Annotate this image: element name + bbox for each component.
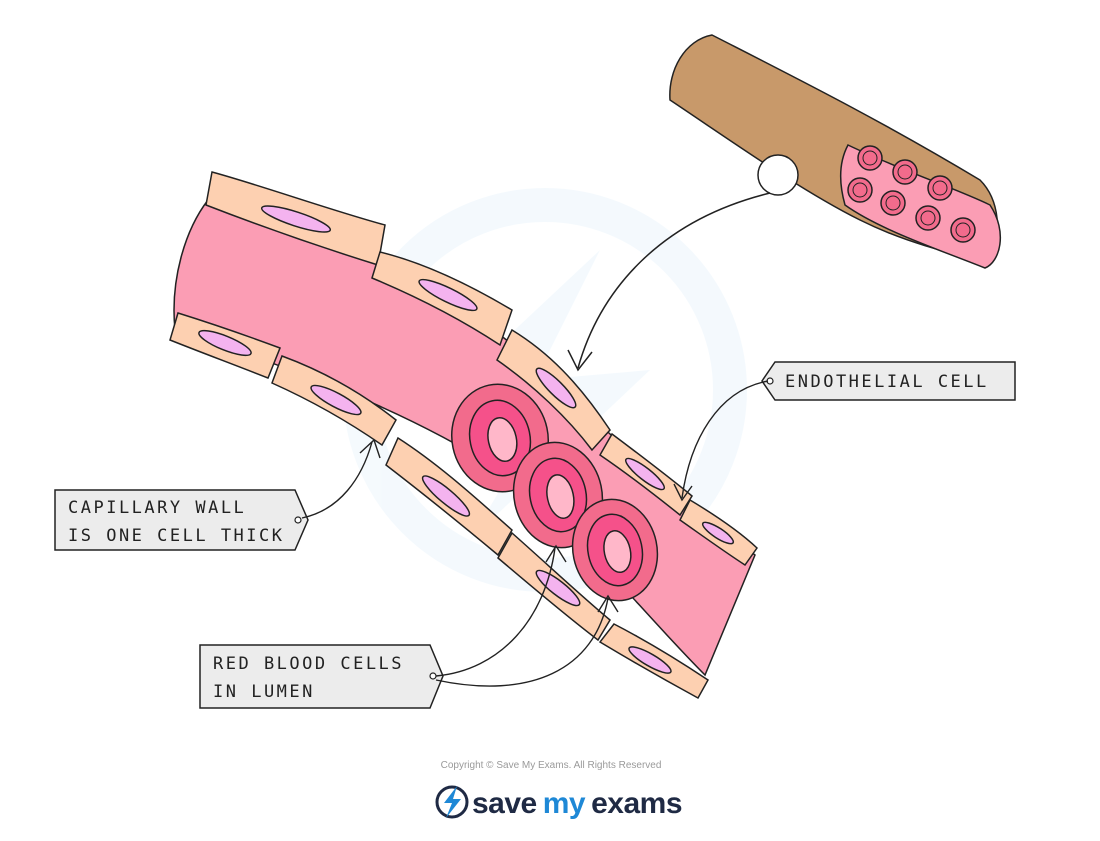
endothelial-label-text: ENDOTHELIAL CELL bbox=[785, 372, 989, 392]
capillary-wall-label-line2: IS ONE CELL THICK bbox=[68, 526, 285, 546]
magnify-arrow bbox=[577, 192, 771, 369]
endothelial-cell bbox=[496, 328, 611, 452]
label-endothelial-cell: ENDOTHELIAL CELL bbox=[673, 361, 1016, 502]
nucleus bbox=[418, 278, 478, 312]
top-wall-cells bbox=[205, 171, 758, 567]
vessel-blood-cells bbox=[847, 145, 976, 243]
rbc-label-line1: RED BLOOD CELLS bbox=[213, 654, 404, 674]
label-red-blood-cells: RED BLOOD CELLS IN LUMEN bbox=[199, 544, 619, 709]
nucleus bbox=[260, 205, 332, 233]
magnify-circle bbox=[757, 154, 799, 196]
endothelial-cell bbox=[169, 312, 281, 379]
nucleus bbox=[310, 384, 362, 416]
red-blood-cell bbox=[571, 498, 659, 602]
brand-bolt-icon bbox=[435, 785, 469, 819]
nucleus bbox=[421, 475, 471, 517]
endothelial-cell bbox=[271, 355, 397, 447]
red-blood-cells bbox=[450, 383, 659, 602]
nucleus bbox=[535, 569, 581, 607]
bottom-wall-cells bbox=[169, 312, 709, 700]
endothelial-cell bbox=[599, 432, 693, 517]
endothelial-cell bbox=[598, 623, 709, 700]
endothelial-cell bbox=[497, 531, 611, 642]
rbc-label-line2: IN LUMEN bbox=[213, 682, 315, 702]
capillary bbox=[169, 171, 758, 700]
capillary-wall-label-line1: CAPILLARY WALL bbox=[68, 498, 246, 518]
nucleus bbox=[624, 457, 666, 491]
endothelial-cell bbox=[385, 436, 513, 557]
copyright-text: Copyright © Save My Exams. All Rights Re… bbox=[441, 760, 662, 771]
nucleus bbox=[198, 329, 252, 357]
nucleus bbox=[628, 646, 672, 674]
label-capillary-wall: CAPILLARY WALL IS ONE CELL THICK bbox=[54, 438, 381, 551]
endothelial-cell bbox=[679, 498, 758, 567]
endothelial-cell bbox=[371, 251, 513, 347]
blood-vessel-overview bbox=[567, 34, 1002, 372]
nucleus bbox=[535, 367, 577, 409]
nucleus bbox=[701, 521, 735, 545]
